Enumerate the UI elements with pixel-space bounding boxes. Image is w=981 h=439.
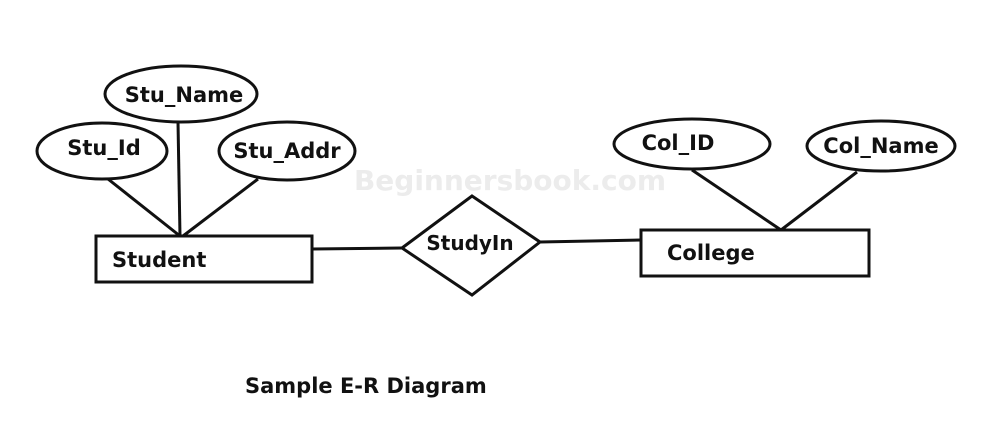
attribute-stu-addr-label: Stu_Addr xyxy=(233,139,341,163)
attribute-stu-id-label: Stu_Id xyxy=(67,136,140,160)
attribute-col-name: Col_Name xyxy=(805,119,957,173)
connector-col-name xyxy=(780,170,858,232)
attribute-stu-name: Stu_Name xyxy=(103,64,259,124)
connector-stu-name xyxy=(176,121,182,237)
entity-college-label: College xyxy=(667,241,755,265)
connector-stu-id xyxy=(107,177,181,238)
entity-student-label: Student xyxy=(112,248,206,272)
relationship-studyin-label: StudyIn xyxy=(426,231,513,255)
attribute-stu-id: Stu_Id xyxy=(35,121,169,181)
connector-student-studyin xyxy=(311,246,403,251)
attribute-col-name-label: Col_Name xyxy=(823,134,938,158)
attribute-col-id-label: Col_ID xyxy=(642,131,715,155)
attribute-stu-name-label: Stu_Name xyxy=(125,83,243,107)
connector-studyin-college xyxy=(539,238,642,244)
connector-col-id xyxy=(691,168,782,232)
relationship-studyin: StudyIn xyxy=(399,194,543,297)
connector-stu-addr xyxy=(182,177,259,238)
entity-student: Student xyxy=(94,234,314,284)
attribute-col-id: Col_ID xyxy=(612,117,772,171)
diagram-caption: Sample E-R Diagram xyxy=(245,374,487,398)
watermark-text: Beginnersbook.com xyxy=(354,164,666,197)
entity-college: College xyxy=(639,228,871,278)
attribute-stu-addr: Stu_Addr xyxy=(217,120,357,182)
